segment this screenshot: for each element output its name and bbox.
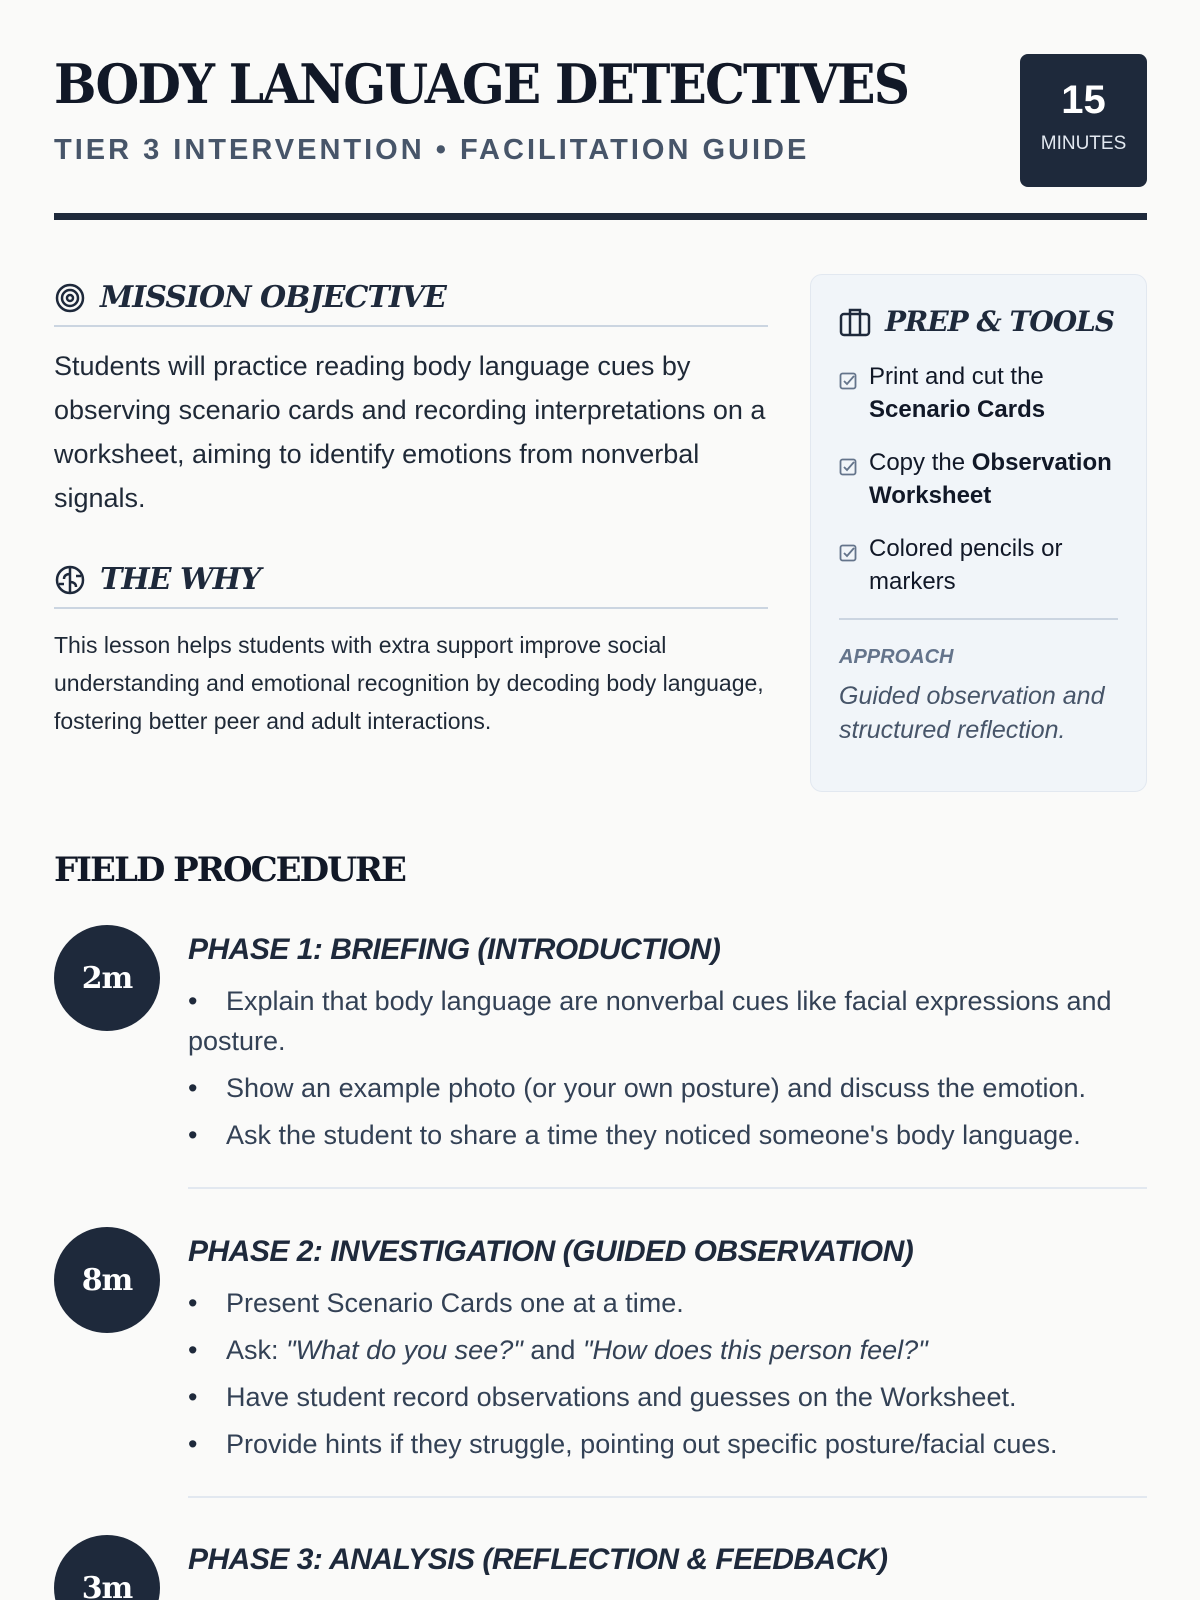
mission-heading: MISSION OBJECTIVE bbox=[54, 280, 768, 327]
page-subtitle: TIER 3 INTERVENTION • FACILITATION GUIDE bbox=[54, 134, 810, 166]
prep-item-text: Colored pencils or markers bbox=[869, 535, 1063, 595]
checkbox-icon bbox=[839, 366, 857, 426]
prep-item-text: Copy the Observation Worksheet bbox=[869, 449, 1112, 509]
phase-time-badge: 3m bbox=[54, 1535, 160, 1600]
target-icon bbox=[54, 282, 86, 314]
prep-item: Print and cut the Scenario Cards bbox=[839, 360, 1118, 426]
checkbox-icon bbox=[839, 538, 857, 598]
prep-item: Copy the Observation Worksheet bbox=[839, 446, 1118, 512]
phase-steps: Explain that body language are nonverbal… bbox=[188, 981, 1147, 1155]
phase-step: Present Scenario Cards one at a time. bbox=[188, 1283, 1147, 1323]
duration-value: 15 bbox=[1061, 78, 1106, 122]
phase-divider bbox=[188, 1496, 1147, 1498]
mission-text: Students will practice reading body lang… bbox=[54, 351, 766, 513]
phase-step: Explain that body language are nonverbal… bbox=[188, 981, 1147, 1061]
briefcase-icon bbox=[839, 307, 871, 337]
header-divider bbox=[54, 213, 1147, 220]
mission-heading-text: MISSION OBJECTIVE bbox=[100, 280, 447, 315]
page-title: BODY LANGUAGE DETECTIVES bbox=[54, 52, 910, 116]
phase-title: PHASE 1: BRIEFING (INTRODUCTION) bbox=[188, 933, 721, 966]
why-heading-text: THE WHY bbox=[100, 562, 261, 597]
phase-divider bbox=[188, 1187, 1147, 1189]
brain-icon bbox=[54, 564, 86, 596]
phase-step: Provide hints if they struggle, pointing… bbox=[188, 1424, 1147, 1464]
prep-divider bbox=[839, 618, 1118, 620]
approach-text: Guided observation and structured reflec… bbox=[839, 682, 1105, 744]
phase-title: PHASE 2: INVESTIGATION (GUIDED OBSERVATI… bbox=[188, 1235, 914, 1268]
prep-heading: PREP & TOOLS bbox=[885, 305, 1115, 338]
phase-step: Show an example photo (or your own postu… bbox=[188, 1068, 1147, 1108]
procedure-heading: FIELD PROCEDURE bbox=[54, 850, 407, 890]
phase-step: Ask: "What do you see?" and "How does th… bbox=[188, 1330, 1147, 1370]
duration-badge: 15 MINUTES bbox=[1020, 54, 1147, 187]
phase-time-badge: 8m bbox=[54, 1227, 160, 1333]
prep-item-text: Print and cut the Scenario Cards bbox=[869, 363, 1046, 423]
approach-label: APPROACH bbox=[839, 646, 954, 668]
why-heading: THE WHY bbox=[54, 562, 768, 609]
checkbox-icon bbox=[839, 452, 857, 512]
phase-time-badge: 2m bbox=[54, 925, 160, 1031]
phase-step: Have student record observations and gue… bbox=[188, 1377, 1147, 1417]
phase-steps: Present Scenario Cards one at a time. Ask… bbox=[188, 1283, 1147, 1464]
why-text: This lesson helps students with extra su… bbox=[54, 632, 764, 734]
prep-tools-panel: PREP & TOOLS Print and cut the Scenario … bbox=[810, 274, 1147, 792]
prep-item: Colored pencils or markers bbox=[839, 532, 1118, 598]
duration-unit: MINUTES bbox=[1040, 133, 1127, 154]
phase-title: PHASE 3: ANALYSIS (REFLECTION & FEEDBACK… bbox=[188, 1543, 888, 1576]
phase-step: Ask the student to share a time they not… bbox=[188, 1115, 1147, 1155]
